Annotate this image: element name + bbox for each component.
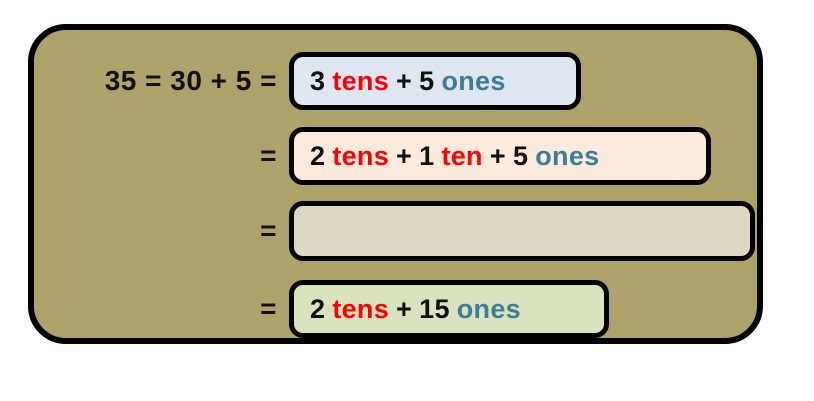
math-token-num: 5 xyxy=(419,65,435,96)
row-2-equals-sign: = xyxy=(260,140,277,171)
math-token-tens: tens xyxy=(332,293,390,324)
math-token-tens: ten xyxy=(441,140,483,171)
math-token-num: 3 xyxy=(310,65,326,96)
math-token-op: + xyxy=(396,65,413,96)
equation-row-3: = xyxy=(34,200,757,262)
math-token-num: 1 xyxy=(419,140,435,171)
math-token-ones: ones xyxy=(441,65,506,96)
math-token-op: + xyxy=(396,293,413,324)
math-token-num: 5 xyxy=(512,140,529,171)
math-token-tens: tens xyxy=(332,140,390,171)
math-token-num: 15 xyxy=(419,293,450,324)
math-token-ones: ones xyxy=(456,293,521,324)
math-token-num: 2 xyxy=(310,293,326,324)
math-token-op: + xyxy=(396,140,413,171)
math-token-op: + xyxy=(489,140,506,171)
expression-box-3-blank[interactable] xyxy=(289,201,755,261)
row-1-lead-equation: 35 = 30 + 5 = xyxy=(104,65,277,96)
math-token-num: 2 xyxy=(310,140,326,171)
row-3-equals-sign: = xyxy=(260,215,277,246)
row-4-equals-sign: = xyxy=(260,293,277,324)
math-token-ones: ones xyxy=(535,140,600,171)
math-token-tens: tens xyxy=(332,65,390,96)
